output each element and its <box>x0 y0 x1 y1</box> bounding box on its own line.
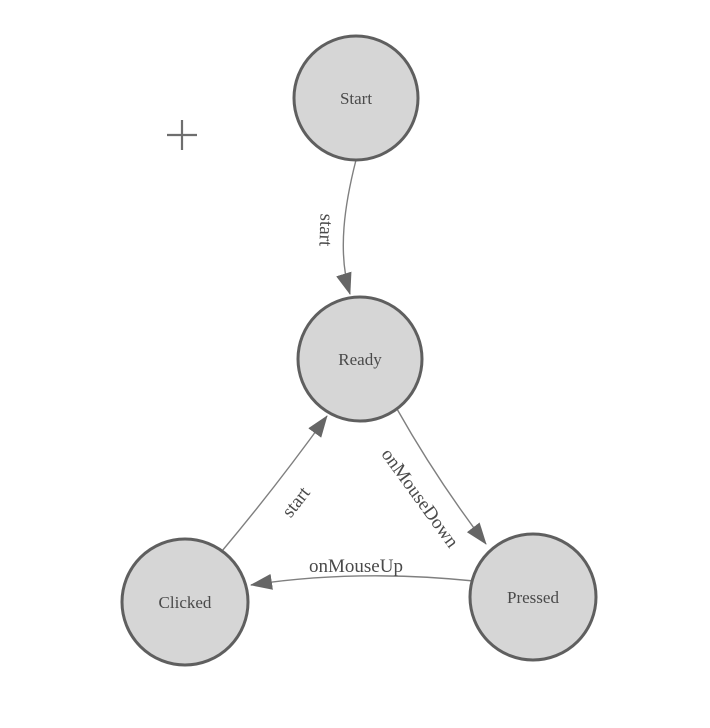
state-node-clicked[interactable] <box>120 537 250 667</box>
state-label-clicked: Clicked <box>159 593 212 612</box>
state-node-start[interactable] <box>292 34 420 162</box>
edge-clicked-to-ready-group: start <box>221 415 328 552</box>
edge-label-onmousedown: onMouseDown <box>377 445 463 553</box>
edge-label-start-2: start <box>278 482 315 521</box>
state-label-start: Start <box>340 89 372 108</box>
edge-start-to-ready-group: start <box>314 159 357 295</box>
edge-label-onmouseup: onMouseUp <box>309 556 403 577</box>
state-node-clicked-group: Clicked <box>120 537 250 667</box>
edge-ready-to-pressed[interactable] <box>396 408 487 545</box>
state-label-ready: Ready <box>338 350 382 369</box>
state-node-ready-group: Ready <box>296 295 424 423</box>
state-label-pressed: Pressed <box>507 588 559 607</box>
edge-label-start-1: start <box>314 213 336 247</box>
edge-pressed-to-clicked[interactable] <box>250 573 475 590</box>
edge-start-to-ready[interactable] <box>336 159 357 295</box>
state-node-pressed-group: Pressed <box>468 532 598 662</box>
state-node-start-group: Start <box>292 34 420 162</box>
state-node-pressed[interactable] <box>468 532 598 662</box>
crosshair-icon <box>167 120 197 150</box>
state-node-ready[interactable] <box>296 295 424 423</box>
edge-clicked-to-ready[interactable] <box>221 415 328 552</box>
edge-pressed-to-clicked-group: onMouseUp <box>250 556 475 590</box>
edge-ready-to-pressed-group: onMouseDown <box>377 408 487 553</box>
